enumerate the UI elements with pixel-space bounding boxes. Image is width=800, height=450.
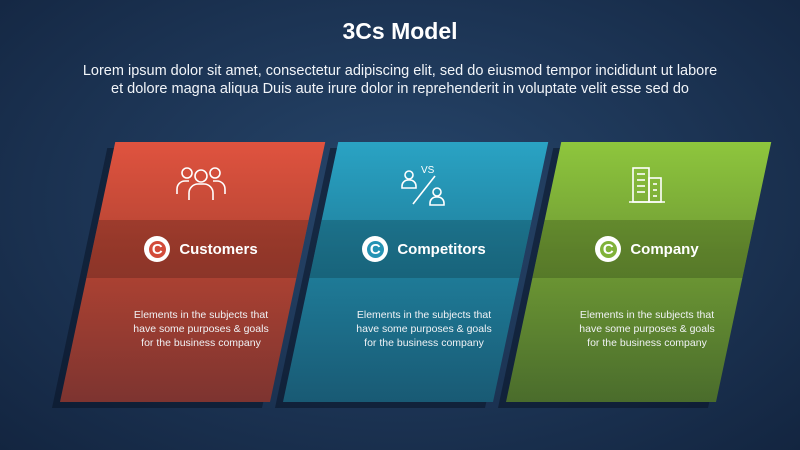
page-subtitle: Lorem ipsum dolor sit amet, consectetur …: [20, 62, 780, 98]
card-description: Elements in the subjects that have some …: [356, 309, 492, 349]
building-icon: [542, 164, 752, 211]
label-row: C Customers: [96, 234, 306, 264]
label-row: C Competitors: [319, 234, 529, 264]
versus-icon: VS: [319, 164, 529, 215]
subtitle-line-2: et dolore magna aliqua Duis aute irure d…: [111, 81, 689, 97]
vs-text: VS: [421, 165, 435, 176]
c-letter-icon: C: [366, 240, 384, 258]
c-badge: C: [595, 236, 622, 262]
c-badge: C: [362, 236, 389, 262]
card-description: Elements in the subjects that have some …: [579, 309, 715, 349]
people-group-icon: [96, 164, 306, 207]
c-letter-icon: C: [148, 240, 166, 258]
card-label: Competitors: [397, 240, 486, 258]
page-title: 3Cs Model: [342, 18, 458, 44]
subtitle-line-1: Lorem ipsum dolor sit amet, consectetur …: [82, 63, 718, 79]
card-company: C Company Elements in the subjects that …: [542, 142, 752, 402]
card-label: Company: [630, 240, 699, 258]
card-description: Elements in the subjects that have some …: [133, 309, 269, 349]
c-badge: C: [144, 236, 171, 262]
card-competitors: VS C Competitors Elements in the subject…: [319, 142, 529, 402]
card-label: Customers: [179, 240, 258, 258]
label-row: C Company: [542, 234, 752, 264]
c-letter-icon: C: [599, 240, 617, 258]
card-customers: C Customers Elements in the subjects tha…: [96, 142, 306, 402]
